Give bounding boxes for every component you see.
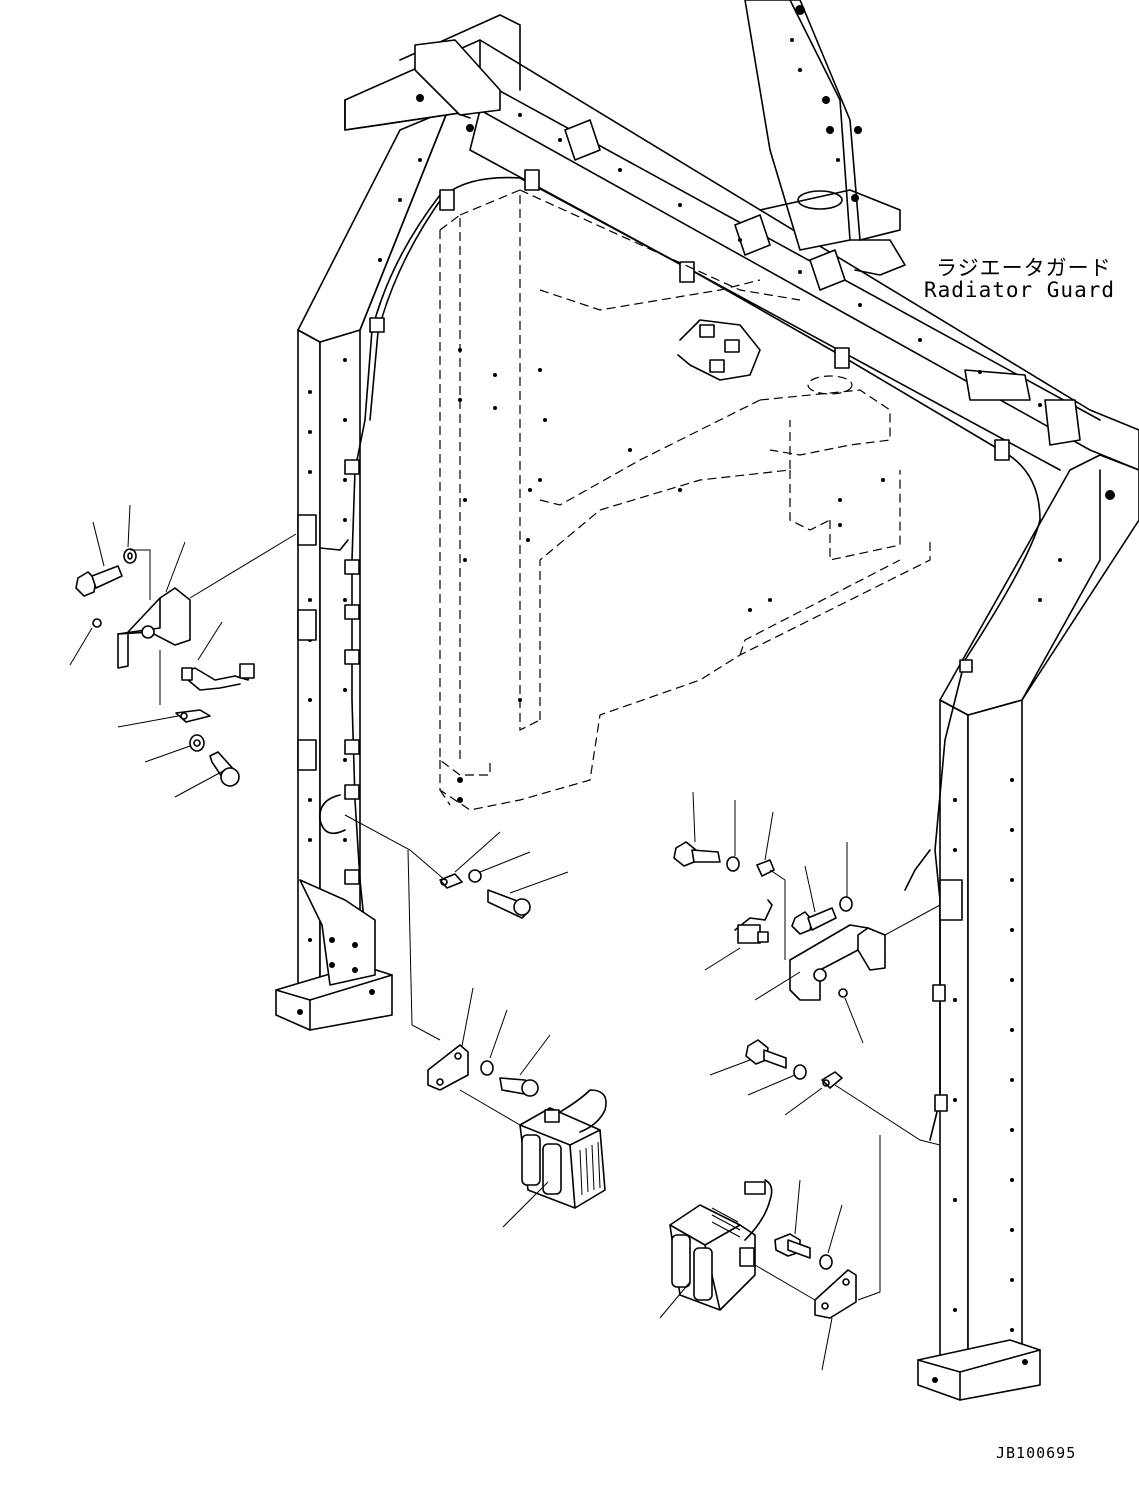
left-post	[275, 109, 471, 1031]
hidden-frame	[439, 189, 931, 811]
right-post	[904, 454, 1139, 1401]
top-beam	[344, 14, 1139, 521]
radiator-guard-label-en: Radiator Guard	[924, 278, 1116, 302]
right-lamp-assembly	[659, 1179, 857, 1371]
rear-structure	[744, 0, 906, 276]
right-parts	[673, 791, 941, 1301]
left-parts	[69, 504, 297, 798]
left-lamp-assembly	[427, 987, 607, 1228]
radiator-guard-label-jp: ラジエータガード	[936, 256, 1112, 280]
center-left-parts	[344, 814, 569, 1041]
drawing-id: JB100695	[996, 1444, 1077, 1462]
